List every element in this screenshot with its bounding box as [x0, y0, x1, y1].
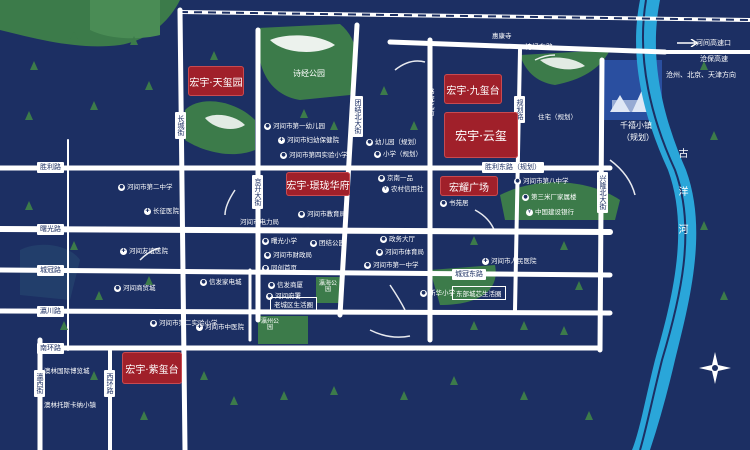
brand-tianxi[interactable]: 宏宇·天玺园 — [188, 66, 244, 96]
poi-middle1: ●河间市第一中学 — [364, 261, 419, 270]
arrow-icon — [677, 39, 699, 47]
road-shuguang: 曙光路 — [37, 224, 64, 235]
park-shijing — [257, 24, 358, 100]
brand-yunxi[interactable]: 宏宇·云玺 — [444, 112, 518, 158]
road-nanhuan: 南环路 — [37, 343, 64, 354]
poi-changzheng: ✚长征医院 — [144, 207, 179, 216]
park-yinghai — [316, 277, 340, 303]
poi-finance: ●河间市财政局 — [264, 251, 312, 260]
park-shijing-label: 诗经公园 — [293, 69, 325, 78]
road-chengguandong: 城冠东路 — [452, 269, 486, 280]
road-changsheng: 长城街 — [175, 112, 186, 139]
poi-rural: ¥农村信用社 — [382, 185, 424, 194]
poi-health: ✚河间市妇幼保健院 — [278, 136, 339, 145]
road-guihua: 规划路 — [514, 96, 525, 123]
poi-chinesemed: ✚河间市中医院 — [196, 323, 244, 332]
park-west-mid — [185, 101, 255, 155]
road-shengli: 胜利路 — [37, 162, 64, 173]
road-shijingdong: 诗经东路 — [525, 43, 553, 51]
road-shenglidong: 胜利东路（规划） — [482, 162, 544, 173]
poi-hejian: ●河间府署 — [266, 292, 301, 301]
poi-kindergarten1: ●河间市第一幼儿园 — [264, 122, 325, 131]
poi-kindergarten: ●幼儿园（规划） — [366, 138, 421, 147]
poi-education: ●河间市教育局 — [298, 210, 346, 219]
poi-aolin: 澳林国际博览城 — [44, 367, 90, 375]
poi-middle2: ●河间市第二中学 — [118, 183, 173, 192]
highway-exit: 河间高速口 — [696, 39, 731, 47]
poi-tuanjiepark: ●团结公园 — [310, 239, 345, 248]
road-tuanjie: 团结北大街 — [352, 96, 363, 137]
poi-xinfa: ●信发商厦 — [268, 281, 303, 290]
road-xinglongbei: 兴隆北大街 — [597, 172, 608, 213]
poi-renmin: ✚河间市人民医院 — [482, 257, 537, 266]
town-note: （规划） — [622, 133, 654, 142]
poi-power: 河间市电力局 — [240, 218, 279, 226]
poi-youyi: ✚河间友谊医院 — [120, 247, 168, 256]
poi-factory3: ●第三米厂家属楼 — [522, 193, 577, 202]
zone-old: 老城区生活圈 — [270, 297, 317, 311]
road-yingxi: 瀛西街 — [34, 370, 45, 397]
road-yingchuan: 瀛川路 — [37, 306, 64, 317]
poi-xinhua: ●新华小学 — [420, 289, 455, 298]
road-jingkai: 京开大街 — [252, 175, 263, 209]
brand-jiuxi[interactable]: 宏宇·九玺台 — [444, 74, 502, 104]
park-yinghai-label: 瀛海公园 — [318, 280, 337, 293]
poi-shangmao: ●河间商贸城 — [114, 284, 156, 293]
park-yingzhou-label: 瀛州公园 — [260, 318, 279, 331]
poi-aolinmall: 澳林托斯卡纳小镇 — [44, 401, 96, 409]
river-label: 古洋河 — [676, 148, 687, 262]
poi-residence: 住宅（规划） — [538, 113, 577, 121]
town-name: 千禧小镇 — [620, 121, 652, 130]
poi-govhall: ●政务大厅 — [380, 235, 415, 244]
poi-shuguangschool: ●曙光小学 — [262, 237, 297, 246]
poi-agri: ●同创首页 — [262, 264, 297, 273]
poi-middle8: ●河间市第八中学 — [514, 177, 569, 186]
poi-jingnan: ●京南一品 — [378, 174, 413, 183]
river-guyang — [632, 0, 697, 450]
poi-ccb: ¥中国建设银行 — [526, 208, 574, 217]
zone-east: 东部城芯生活圈 — [452, 286, 506, 300]
highway-name: 沧保高速 — [700, 55, 728, 63]
poi-xinfa2: ●信发家电城 — [200, 278, 242, 287]
poi-shuyuanju: ●书苑居 — [440, 199, 469, 208]
road-shuyuan: 书院北街 — [427, 88, 435, 116]
poi-school4: ●河间市第四实验小学 — [280, 151, 348, 160]
road-xihuan: 西环路 — [104, 370, 115, 397]
highway-direction: 沧州、北京、天津方向 — [666, 71, 736, 79]
compass-icon — [699, 352, 731, 384]
park-yingzhou — [258, 316, 308, 344]
road-chengguan: 城冠路 — [37, 265, 64, 276]
brand-jinglong[interactable]: 宏宇·璟珑华府 — [286, 172, 350, 196]
brand-hongyao[interactable]: 宏耀广场 — [440, 176, 498, 196]
poi-sports: ●河间市体育局 — [376, 248, 424, 257]
poi-shiyan2: ●河间市第二实验小学 — [150, 319, 218, 328]
poi-huikang: 惠康寺 — [492, 32, 512, 40]
poi-primary: ●小学（规划） — [374, 150, 422, 159]
brand-zixi[interactable]: 宏宇·紫玺台 — [122, 352, 182, 384]
